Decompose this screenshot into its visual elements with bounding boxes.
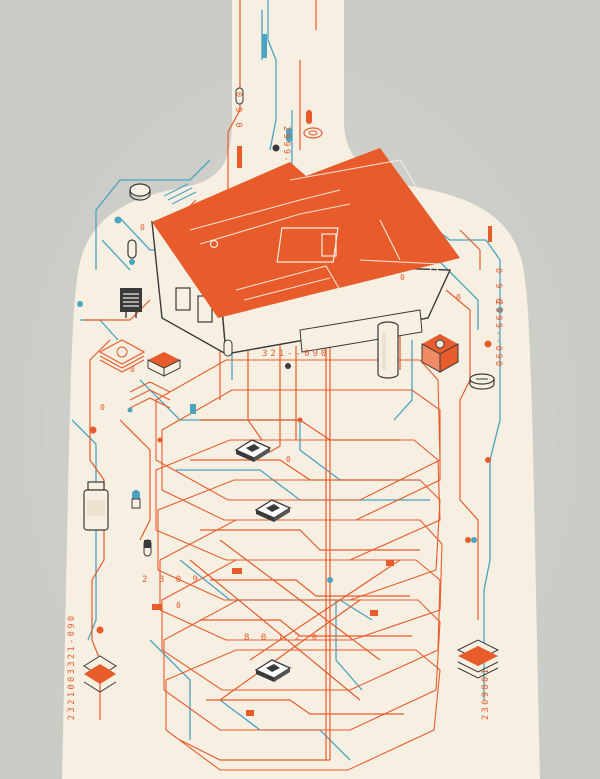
board-stack-right bbox=[456, 639, 500, 679]
hatch-lines bbox=[163, 183, 197, 205]
dark-dots bbox=[272, 144, 291, 369]
orange-square-markers bbox=[152, 560, 394, 716]
battery-cylinder-icon bbox=[377, 321, 399, 379]
zero-markers: 0 0 0 0 0 0 0 0 bbox=[100, 223, 461, 642]
zero-4: 0 bbox=[176, 601, 181, 610]
top-center-code: 0 9 0 bbox=[233, 92, 243, 130]
right-vertical-code-mid: 2999--090 bbox=[493, 300, 503, 369]
microchip-icon-3 bbox=[254, 659, 292, 682]
top-right-vertical-code: 2999- bbox=[281, 126, 291, 164]
code-8012: 8 0 1 2 bbox=[244, 633, 303, 643]
zero-2: 0 bbox=[100, 403, 105, 412]
zero-5: 0 bbox=[312, 633, 317, 642]
orange-box-icon bbox=[147, 352, 181, 377]
orange-capsule-top bbox=[306, 110, 312, 124]
capsule-icon bbox=[131, 490, 152, 557]
blue-dots bbox=[77, 216, 503, 583]
blue-bar-top bbox=[262, 34, 267, 58]
ring-icon bbox=[303, 127, 323, 139]
calendar-card-icon bbox=[120, 288, 142, 318]
coin-icon-right bbox=[469, 373, 495, 390]
zero-3: 0 bbox=[286, 455, 291, 464]
orange-bar-top bbox=[237, 146, 242, 168]
capsule-house bbox=[223, 339, 233, 357]
coin-stack-icon bbox=[98, 339, 146, 373]
tablet-pill-icon bbox=[129, 183, 151, 201]
zero-8: 0 bbox=[400, 273, 405, 282]
house-code-label: 321--090 bbox=[262, 349, 329, 359]
orange-bar-right bbox=[488, 226, 492, 242]
chevron-stack bbox=[129, 381, 171, 409]
blue-capsule-top bbox=[286, 128, 292, 142]
circuit-board-icon bbox=[151, 148, 460, 356]
right-vertical-code-bottom: 2309801 bbox=[481, 667, 491, 720]
microchip-icon bbox=[234, 439, 272, 462]
battery-cylinder-icon-left bbox=[127, 239, 137, 259]
pill-bottle-icon bbox=[83, 481, 109, 531]
zero-1: 0 bbox=[140, 223, 145, 232]
microchip-icon-2 bbox=[254, 499, 292, 522]
right-vertical-code-top: 0 9 0 bbox=[493, 268, 503, 306]
zero-7: 0 bbox=[130, 365, 135, 374]
white-capsule-top bbox=[235, 87, 244, 105]
orange-cube-icon bbox=[421, 334, 459, 373]
blue-bar-mid bbox=[190, 404, 196, 414]
code-2309: 2 3 0 9 bbox=[142, 575, 201, 585]
board-stack-left bbox=[83, 655, 117, 693]
zero-6: 0 bbox=[456, 293, 461, 302]
left-vertical-code-bottom: 2321003321-090 bbox=[67, 613, 77, 720]
